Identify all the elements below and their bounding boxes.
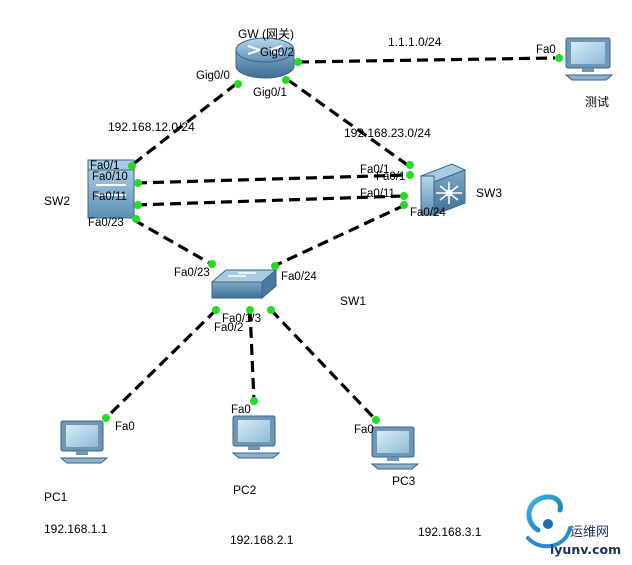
port-dot-sw1-fa023 [208, 260, 216, 268]
port-sw2-fa011: Fa0/11 [92, 191, 127, 203]
switch-sw1-icon[interactable] [210, 268, 278, 300]
link-sw2-sw3-fa011 [135, 194, 404, 207]
pc-pc3-icon[interactable] [370, 426, 420, 470]
pc1-name: PC1 [44, 490, 68, 504]
pc-pc1-icon[interactable] [59, 420, 109, 464]
pc1-ip: 192.168.1.1 [44, 522, 108, 536]
watermark-url: iyunv.com [550, 542, 621, 557]
port-sw3-fa011: Fa0/11 [360, 188, 395, 200]
pc2-name: PC2 [233, 483, 257, 497]
port-dot-sw2-fa011 [134, 201, 142, 209]
port-dot-sw2-fa010 [134, 179, 142, 187]
net-gw-sw2: 192.168.12.0/24 [108, 120, 195, 134]
port-pc2-fa0: Fa0 [231, 404, 251, 416]
pc2-ip: 192.168.2.1 [230, 533, 294, 547]
port-gw-gig00: Gig0/0 [196, 70, 230, 82]
pc-test-icon[interactable] [564, 37, 614, 81]
port-sw1-fa023: Fa0/23 [174, 267, 210, 279]
port-dot-sw2-fa023 [132, 215, 140, 223]
net-gw-sw3: 192.168.23.0/24 [344, 126, 431, 140]
port-dot-pc1-fa0 [102, 414, 110, 422]
links [104, 56, 556, 422]
port-dot-pc2-fa0 [250, 397, 258, 405]
port-pc3-fa0: Fa0 [354, 424, 374, 436]
port-dot-sw1-fa02 [246, 306, 254, 314]
port-dot-sw3-fa010 [406, 171, 414, 179]
port-sw1-fa024: Fa0/24 [281, 271, 317, 283]
port-sw3-fa024: Fa0/24 [410, 207, 446, 219]
labels: GW (网关) SW2 SW3 SW1 测试 PC1 PC2 PC3 192.1… [44, 27, 609, 547]
link-gw-sw3 [287, 78, 410, 168]
link-gw-test [297, 56, 556, 64]
link-sw2-sw1 [133, 218, 214, 267]
port-sw1-fa02: Fa0/2 [214, 322, 243, 334]
port-dot-gw-gig02 [294, 58, 302, 66]
watermark: 运维网 iyunv.com [526, 494, 621, 557]
router-gw-icon[interactable] [235, 37, 295, 79]
pc3-name: PC3 [392, 474, 416, 488]
port-sw2-fa01: Fa0/1 [90, 160, 119, 172]
port-sw2-fa010: Fa0/10 [92, 171, 128, 183]
pc3-ip: 192.168.3.1 [418, 525, 482, 539]
sw3-name: SW3 [476, 186, 502, 200]
sw1-name: SW1 [340, 294, 366, 308]
port-dot-sw3-fa011 [400, 192, 408, 200]
port-dot-sw1-fa024 [271, 262, 279, 270]
port-dot-sw3-fa01 [406, 161, 414, 169]
port-dot-sw1-fa03 [267, 306, 275, 314]
port-pc1-fa0: Fa0 [115, 421, 135, 433]
sw2-name: SW2 [44, 194, 70, 208]
link-sw1-pc1 [104, 308, 218, 420]
port-sw3-fa01-a: Fa0/1 [360, 164, 389, 176]
port-dot-sw3-fa024 [400, 201, 408, 209]
watermark-text: 运维网 [570, 525, 609, 540]
port-gw-gig02: Gig0/2 [260, 47, 294, 59]
port-sw2-fa023: Fa0/23 [88, 217, 124, 229]
port-gw-gig01: Gig0/1 [253, 87, 287, 99]
port-dots [102, 54, 563, 424]
link-sw3-sw1 [273, 203, 406, 268]
switch-sw3-icon[interactable] [419, 163, 467, 216]
test-name: 测试 [585, 94, 609, 109]
port-dot-gw-gig00 [234, 80, 242, 88]
port-dot-gw-gig01 [282, 76, 290, 84]
gw-name: GW (网关) [238, 27, 294, 41]
link-sw2-sw3-fa010 [135, 173, 410, 185]
port-test-fa0: Fa0 [536, 44, 556, 56]
net-gw-test: 1.1.1.0/24 [388, 35, 442, 49]
link-gw-sw2 [131, 82, 237, 167]
link-sw1-pc2 [248, 309, 256, 402]
port-dot-pc3-fa0 [372, 416, 380, 424]
port-dot-sw2-fa01 [128, 162, 136, 170]
port-dot-sw1-fa01 [212, 306, 220, 314]
pc-pc2-icon[interactable] [231, 415, 281, 459]
port-sw3-fa01-b: Fa0/1 [376, 171, 405, 183]
port-dot-test-fa0 [555, 54, 563, 62]
port-sw1-fa013: Fa0/1/3 [222, 313, 261, 325]
link-sw1-pc3 [269, 308, 378, 422]
